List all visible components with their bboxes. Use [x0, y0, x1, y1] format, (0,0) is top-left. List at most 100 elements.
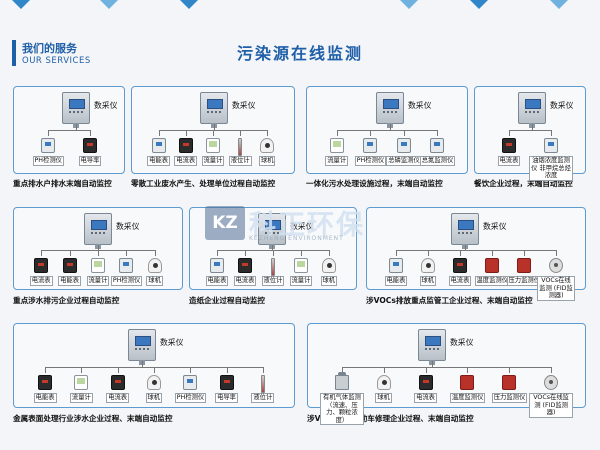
device-label: 球机 [419, 276, 437, 286]
device-label: 液位计 [228, 156, 252, 166]
connector-line [329, 250, 330, 256]
flowmeter-icon [74, 375, 89, 390]
connector-line [154, 250, 156, 256]
connector-line [98, 250, 99, 256]
data-collector-label: 数采仪 [450, 338, 474, 347]
box-icon [151, 138, 166, 153]
device-label: 电流表 [233, 276, 257, 286]
camera-icon [421, 258, 435, 273]
box-icon [363, 138, 378, 153]
connector-line [226, 367, 228, 373]
device-label: VOCs在线监测 (FID监测器) [529, 393, 574, 418]
connector-bus [41, 250, 155, 251]
header-title: 我们的服务 [22, 42, 77, 55]
flowmeter-icon [329, 138, 344, 153]
connector-line [492, 250, 493, 256]
decor-triangle [180, 0, 198, 9]
device-label: 电流表 [448, 276, 472, 286]
device-label: 液位计 [251, 393, 275, 403]
connector-line [301, 250, 302, 256]
data-collector-cabinet-icon [451, 213, 479, 249]
connector-line [41, 250, 43, 256]
valve-icon [334, 372, 349, 390]
connector-bus [336, 130, 438, 131]
red-box-icon [460, 375, 475, 390]
connector-line [69, 250, 71, 256]
device-label: 温度监测仪 [449, 393, 486, 403]
cabinet-part [69, 111, 83, 119]
connector-line [190, 367, 192, 373]
level-rod-icon [271, 258, 275, 276]
connector-line [432, 361, 433, 367]
device-label: 球机 [145, 393, 163, 403]
gas-detector-icon [544, 375, 559, 390]
device-label: 球机 [258, 156, 276, 166]
connector-line [117, 367, 119, 373]
connector-line [551, 130, 552, 136]
data-collector-label: 数采仪 [408, 101, 432, 110]
connector-line [509, 130, 510, 136]
connector-line [509, 367, 511, 373]
connector-line [532, 124, 533, 130]
device-label: 电能表 [205, 276, 229, 286]
cabinet-part [91, 220, 107, 230]
data-collector-label: 数采仪 [160, 338, 184, 347]
connector-line [142, 361, 143, 367]
connector-line [154, 367, 155, 373]
device-label: 电导率 [78, 156, 102, 166]
box-icon [119, 258, 134, 273]
gas-detector-icon [549, 258, 563, 273]
connector-line [267, 130, 269, 136]
box-icon [396, 138, 411, 153]
watermark-text: 科正环保 [249, 210, 365, 241]
flowmeter-icon [206, 138, 220, 153]
data-collector-cabinet-icon [418, 329, 446, 365]
device-label: 电能表 [384, 276, 408, 286]
data-collector-label: 数采仪 [116, 222, 140, 231]
meter-icon [83, 138, 97, 153]
connector-line [273, 250, 274, 256]
connector-line [214, 124, 215, 130]
meter-icon [238, 258, 252, 273]
device-label: PH检测仪 [354, 156, 387, 166]
connector-line [428, 250, 429, 256]
connector-line [460, 250, 461, 256]
meter-icon [502, 138, 516, 153]
panel-title: 涉VOCs排放机动车修理企业过程、末端自动监控 [307, 414, 474, 423]
panel-title: 造纸企业过程自动监控 [189, 296, 265, 305]
connector-line [390, 124, 391, 130]
cabinet-part [69, 99, 85, 109]
flowmeter-icon [91, 258, 105, 273]
cabinet-part [425, 336, 441, 346]
decor-triangle [12, 0, 30, 9]
device-label: 电能表 [147, 156, 170, 166]
data-collector-label: 数采仪 [483, 222, 507, 231]
connector-line [551, 367, 553, 373]
connector-line [465, 245, 466, 250]
cabinet-part [135, 336, 151, 346]
camera-icon [376, 375, 391, 390]
connector-line [240, 130, 242, 136]
connector-line [245, 250, 246, 256]
data-collector-cabinet-icon [62, 92, 90, 128]
cabinet-part [207, 111, 221, 119]
meter-icon [418, 375, 433, 390]
device-label: 电流表 [497, 156, 521, 166]
cabinet-part [525, 111, 539, 119]
connector-line [383, 367, 385, 373]
device-label: 流量计 [201, 156, 225, 166]
device-label: 流量计 [86, 276, 110, 286]
device-label: 总磷监测仪 [386, 156, 422, 166]
data-collector-cabinet-icon [518, 92, 546, 128]
connector-line [185, 130, 187, 136]
level-rod-icon [260, 375, 265, 393]
data-collector-cabinet-icon [200, 92, 228, 128]
connector-line [336, 130, 338, 136]
connector-line [262, 367, 264, 373]
meter-icon [219, 375, 234, 390]
box-icon [430, 138, 445, 153]
device-label: 流量计 [325, 156, 349, 166]
meter-icon [453, 258, 467, 273]
cabinet-part [91, 232, 105, 240]
device-label: 球机 [320, 276, 338, 286]
